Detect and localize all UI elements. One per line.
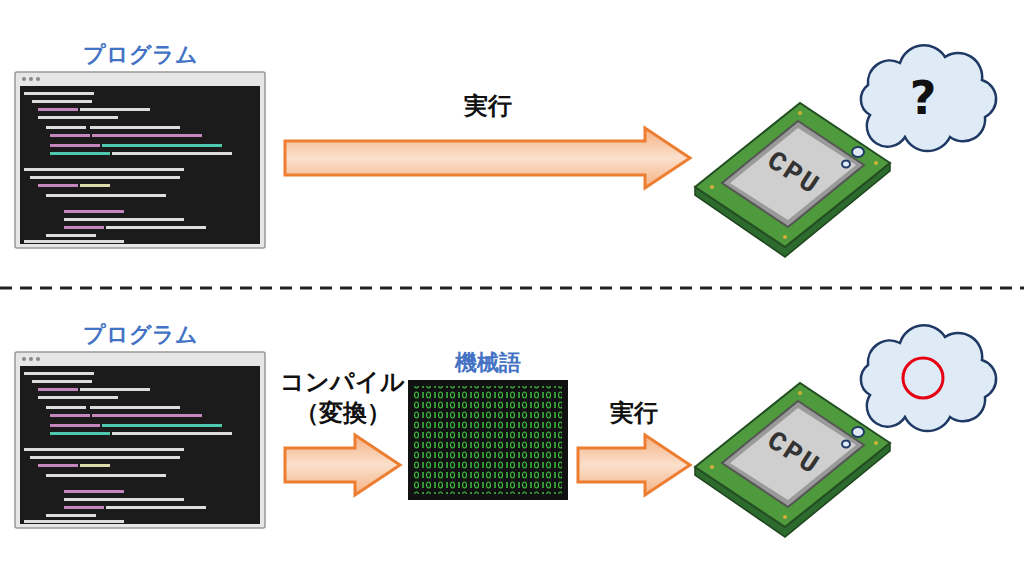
block-arrow	[285, 435, 400, 495]
window-frame	[15, 72, 265, 248]
code-lines	[24, 92, 232, 243]
cpu-chip	[695, 103, 890, 257]
cpu-chip-node: CPU	[695, 383, 890, 538]
divider-line	[0, 287, 1024, 290]
block-arrow	[285, 128, 690, 188]
window-button	[29, 77, 33, 81]
window-title: プログラム	[83, 322, 198, 348]
thought-dot	[842, 441, 850, 448]
cloud-outline	[861, 45, 996, 151]
thought-cloud	[842, 325, 996, 447]
cloud-symbol: ?	[910, 75, 937, 121]
ok-circle	[903, 358, 943, 398]
box-title: 機械語	[455, 350, 521, 376]
code-window	[15, 72, 265, 248]
window-title: プログラム	[83, 42, 198, 68]
machine-code-ground	[408, 380, 568, 500]
cloud-outline	[861, 325, 996, 431]
code-window	[15, 352, 265, 528]
thought-dot	[842, 161, 850, 168]
thought-dot	[852, 147, 864, 157]
block-arrow	[578, 435, 690, 495]
program-window: プログラム	[15, 352, 265, 528]
program-window: プログラム	[15, 72, 265, 248]
cpu-chip	[695, 383, 890, 537]
binary-digits	[414, 386, 562, 494]
arrow-label: 実行	[464, 91, 512, 122]
window-frame	[15, 352, 265, 528]
window-button	[22, 77, 26, 81]
window-button	[29, 357, 33, 361]
chip-label: CPU	[761, 147, 824, 201]
code-area	[20, 366, 260, 524]
chip-label: CPU	[761, 427, 824, 481]
code-area	[20, 86, 260, 244]
machine-code-panel	[408, 380, 568, 500]
window-button	[36, 77, 40, 81]
thought-dot	[852, 427, 864, 437]
thought-cloud	[842, 45, 996, 167]
window-button	[22, 357, 26, 361]
window-button	[36, 357, 40, 361]
cpu-chip-node: CPU	[695, 103, 890, 258]
thought-cloud-node: ?	[850, 45, 996, 151]
machine-code-box: 機械語	[408, 380, 568, 500]
arrow-label: コンパイル （変換）	[278, 367, 408, 429]
code-lines	[24, 372, 232, 523]
arrow-label: 実行	[610, 398, 658, 429]
